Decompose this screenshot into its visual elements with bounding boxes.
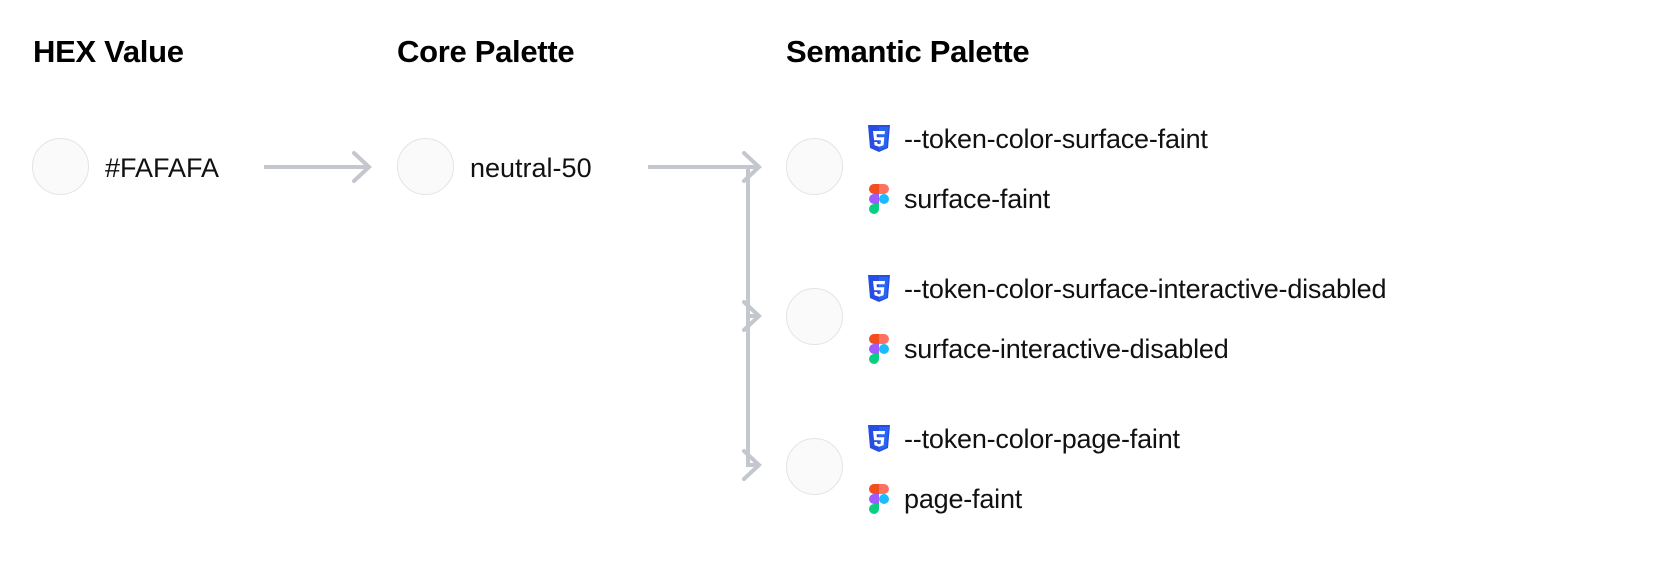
figma-token-line: surface-interactive-disabled: [866, 328, 1386, 370]
figma-token-line: surface-faint: [866, 178, 1208, 220]
css3-icon: [866, 424, 892, 454]
arrow-core-to-semantic-branch: [648, 151, 762, 481]
figma-token-line: page-faint: [866, 478, 1180, 520]
swatch-semantic-row-2: [786, 438, 843, 495]
css-token-line: --token-color-page-faint: [866, 418, 1180, 460]
css3-icon: [866, 124, 892, 154]
figma-icon: [866, 334, 892, 364]
swatch-semantic-row-1: [786, 288, 843, 345]
column-heading-hex-value: HEX Value: [33, 34, 184, 69]
css-token-label: --token-color-page-faint: [904, 423, 1180, 454]
css-token-label: --token-color-surface-interactive-disabl…: [904, 273, 1387, 304]
figma-icon: [866, 484, 892, 514]
css3-icon: [866, 274, 892, 304]
css-token-label: --token-color-surface-faint: [904, 123, 1208, 154]
swatch-hex-value: [32, 138, 89, 195]
figma-token-label: surface-faint: [904, 183, 1050, 214]
column-heading-semantic-palette: Semantic Palette: [786, 34, 1030, 69]
css-token-line: --token-color-surface-faint: [866, 118, 1208, 160]
semantic-row: --token-color-surface-interactive-disabl…: [866, 268, 1386, 370]
swatch-core-palette: [397, 138, 454, 195]
hex-value-label: #FAFAFA: [105, 153, 220, 183]
css-token-line: --token-color-surface-interactive-disabl…: [866, 268, 1386, 310]
arrow-hex-to-core: [264, 151, 372, 183]
figma-token-label: page-faint: [904, 483, 1023, 514]
figma-token-label: surface-interactive-disabled: [904, 333, 1229, 364]
semantic-row: --token-color-page-faint page-faint: [866, 418, 1180, 520]
swatch-semantic-row-0: [786, 138, 843, 195]
column-heading-core-palette: Core Palette: [397, 34, 575, 69]
figma-icon: [866, 184, 892, 214]
core-palette-value-label: neutral-50: [470, 153, 592, 183]
semantic-row: --token-color-surface-faint surface-fain…: [866, 118, 1208, 220]
